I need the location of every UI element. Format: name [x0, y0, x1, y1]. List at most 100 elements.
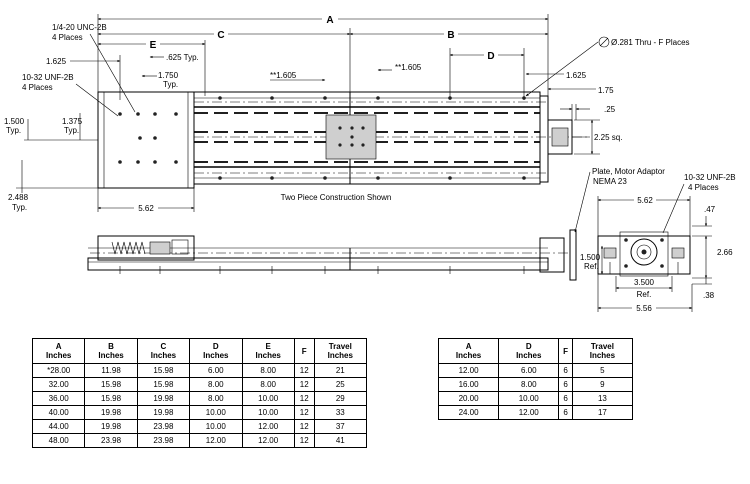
table-cell: 10.00	[241, 391, 295, 406]
dim-d-label: D	[487, 51, 494, 62]
table-cell: 15.98	[84, 377, 138, 392]
technical-drawing: A C B E D **1.605 **1.605 1/4-20 UNC-2B …	[4, 14, 736, 313]
table-cell: 6	[558, 377, 573, 392]
table-cell: 12	[293, 391, 315, 406]
dim-1375-typ: Typ.	[64, 126, 79, 135]
side-adaptor-plate	[569, 229, 577, 281]
end-38-label: .38	[703, 291, 715, 300]
table-cell: 12	[293, 363, 315, 378]
dim-1625-right-label: 1.625	[566, 71, 587, 80]
dim-2488-label: 2.488	[8, 193, 29, 202]
table-cell: 11.98	[84, 363, 138, 378]
dim-625-label: .625 Typ.	[166, 53, 199, 62]
plate-label: Plate, Motor Adaptor	[592, 167, 665, 176]
table-cell: 9	[571, 377, 634, 392]
table-cell: 8.00	[189, 377, 243, 392]
dim-2488-typ: Typ.	[12, 203, 27, 212]
table-cell: 23.98	[84, 433, 138, 448]
table-cell: 16.00	[437, 377, 500, 392]
end-ref2-label: Ref.	[637, 290, 652, 299]
dim-25-label: .25	[604, 105, 616, 114]
column-header: F	[293, 338, 315, 364]
table-cell: 12.00	[241, 433, 295, 448]
table-cell: 33	[313, 405, 368, 420]
table-cell: 12.00	[241, 419, 295, 434]
table-cell: 6	[558, 405, 573, 420]
dim-a-label: A	[326, 15, 333, 26]
table-cell: 15.98	[136, 377, 191, 392]
unc-thread-label: 1/4-20 UNC-2B	[52, 23, 107, 32]
dim-1500-typ: Typ.	[6, 126, 21, 135]
table-cell: 12.00	[189, 433, 243, 448]
table-cell: 19.98	[84, 405, 138, 420]
mounting-holes	[218, 96, 526, 180]
table-cell: 32.00	[31, 377, 86, 392]
nema-label: NEMA 23	[593, 177, 627, 186]
side-view	[87, 229, 577, 281]
table-cell: 17	[571, 405, 634, 420]
table-cell: 48.00	[31, 433, 86, 448]
table-cell: 23.98	[136, 419, 191, 434]
table-cell: 36.00	[31, 391, 86, 406]
end-places-label: 4 Places	[688, 183, 719, 192]
column-header: F	[558, 338, 573, 364]
end-266-label: 2.66	[717, 248, 733, 257]
unc-places-label: 4 Places	[52, 33, 83, 42]
table-cell: 12.00	[437, 363, 500, 378]
table-cell: 10.00	[241, 405, 295, 420]
table-cell: 19.98	[84, 419, 138, 434]
end-bore	[630, 238, 658, 266]
dim-1605-left: **1.605	[270, 71, 297, 80]
table-cell: 19.98	[136, 391, 191, 406]
end-unf-label: 10-32 UNF-2B	[684, 173, 736, 182]
table-cell: 19.98	[136, 405, 191, 420]
table-cell: 6.00	[498, 363, 560, 378]
table-cell: 12	[293, 433, 315, 448]
table-cell: 20.00	[437, 391, 500, 406]
dim-225sq-label: 2.25 sq.	[594, 133, 622, 142]
construction-note: Two Piece Construction Shown	[281, 193, 392, 202]
thru-hole-label: Ø.281 Thru - F Places	[611, 38, 690, 47]
end-body	[597, 235, 691, 275]
end-plate	[539, 95, 549, 183]
dim-1500-label: 1.500	[4, 117, 25, 126]
table-cell: 6	[558, 391, 573, 406]
end-1500-label: 1.500	[580, 253, 601, 262]
table-cell: 12	[293, 419, 315, 434]
side-end-block	[539, 237, 565, 273]
unf-thread-label: 10-32 UNF-2B	[22, 73, 74, 82]
table-cell: 41	[313, 433, 368, 448]
side-rail	[87, 257, 549, 271]
table-cell: 5	[571, 363, 634, 378]
dim-c-label: C	[217, 30, 224, 41]
end-556-label: 5.56	[636, 304, 652, 313]
table-cell: 12.00	[498, 405, 560, 420]
end-47-label: .47	[704, 205, 716, 214]
table-cell: 8.00	[241, 377, 295, 392]
table-cell: 6.00	[189, 363, 243, 378]
table-cell: 29	[313, 391, 368, 406]
table-cell: 15.98	[136, 363, 191, 378]
dim-1750-label: 1.750	[158, 71, 179, 80]
table-cell: 40.00	[31, 405, 86, 420]
table-cell: 6	[558, 363, 573, 378]
table-cell: 10.00	[189, 405, 243, 420]
